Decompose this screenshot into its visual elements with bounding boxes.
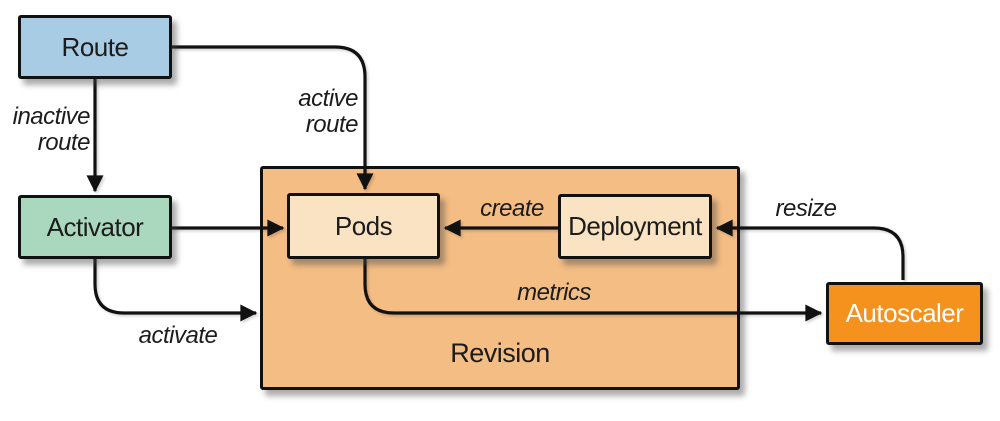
deployment-label: Deployment <box>568 211 702 241</box>
inactive-route-label: inactive route <box>0 103 91 156</box>
create-label: create <box>480 195 544 222</box>
active-route-label: active route <box>238 86 358 138</box>
deployment-box: Deployment <box>558 194 712 259</box>
edge-metrics <box>363 257 823 322</box>
route-box: Route <box>18 15 172 79</box>
edge-active-route <box>172 45 374 191</box>
metrics-label: metrics <box>517 279 591 306</box>
resize-label: resize <box>775 195 837 222</box>
pods-label: Pods <box>334 210 393 241</box>
route-label: Route <box>61 31 129 62</box>
active-route-label-line1: active <box>298 85 358 112</box>
inactive-route-label-line1: inactive <box>12 103 91 130</box>
edge-activate <box>93 257 258 322</box>
revision-label: Revision <box>450 338 550 368</box>
edge-resize <box>715 219 905 280</box>
activator-label: Activator <box>46 211 144 242</box>
inactive-route-label-line2: route <box>37 129 91 156</box>
pods-box: Pods <box>287 193 440 259</box>
active-route-label-line2: route <box>305 111 359 138</box>
activator-box: Activator <box>18 195 172 259</box>
autoscaler-box: Autoscaler <box>826 282 983 345</box>
activate-label: activate <box>138 322 218 349</box>
autoscaler-label: Autoscaler <box>845 298 964 328</box>
